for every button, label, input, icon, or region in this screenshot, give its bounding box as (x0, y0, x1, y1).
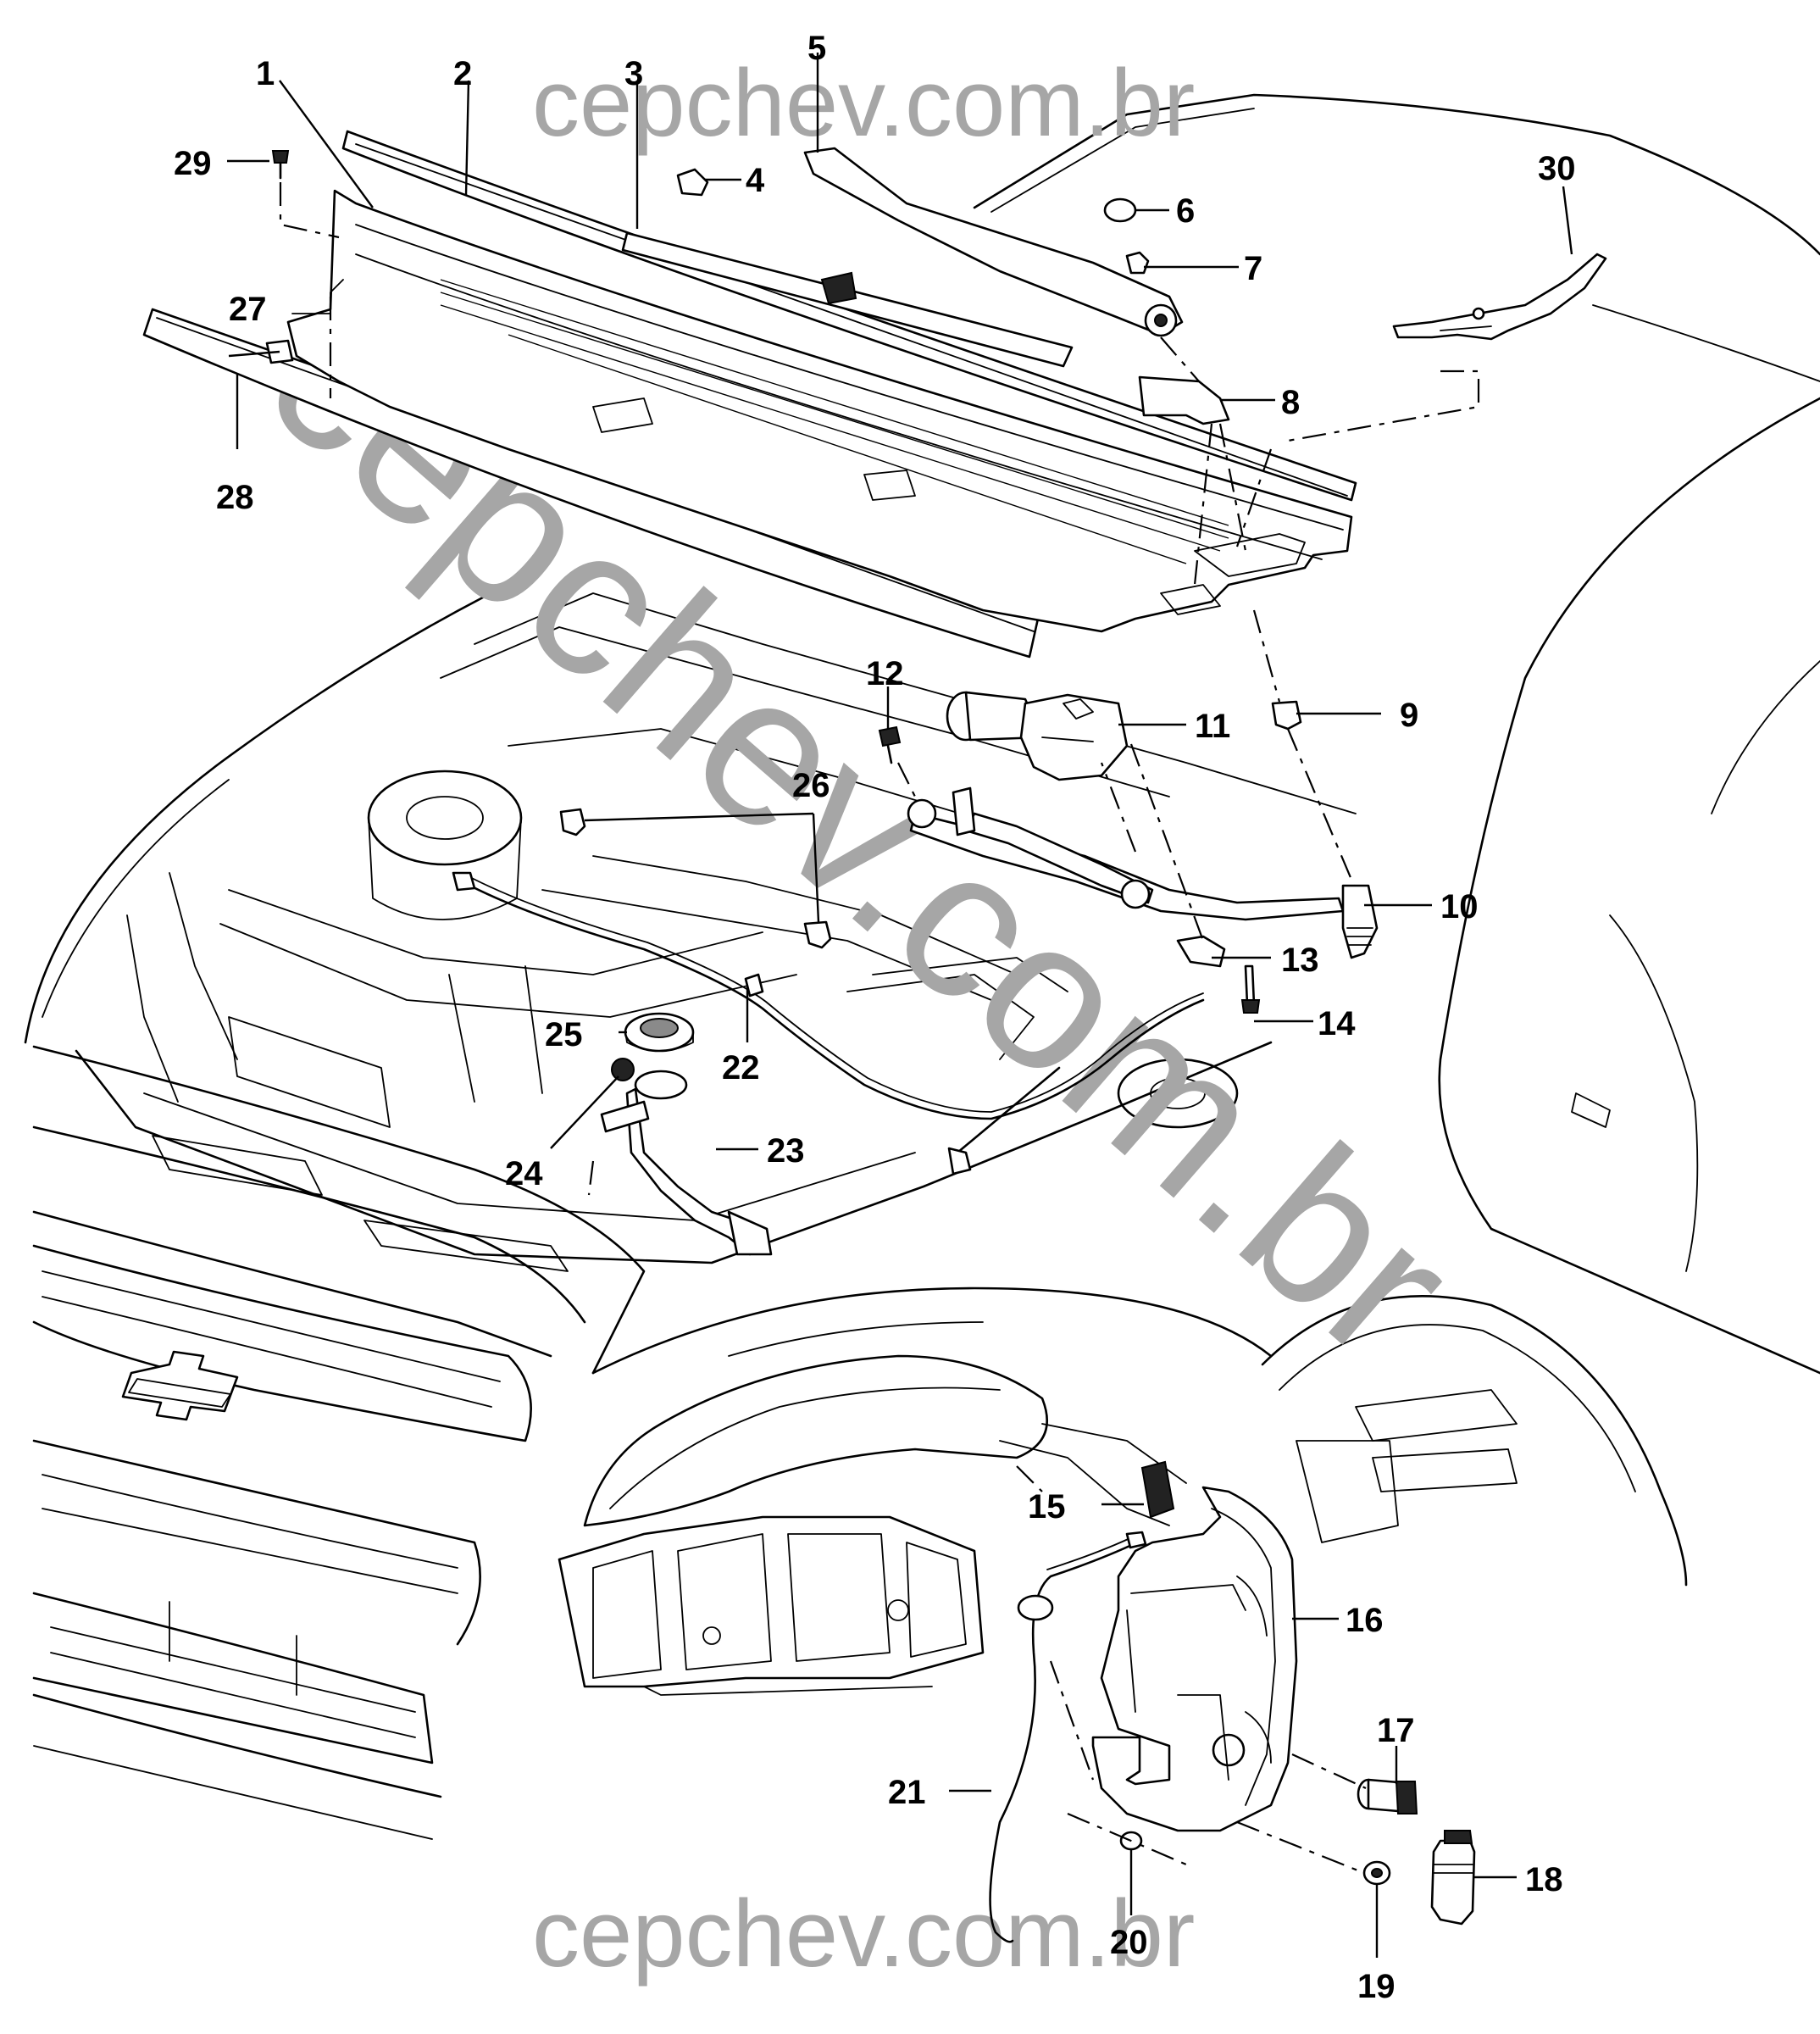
callout-5: 5 (807, 30, 826, 67)
callout-21: 21 (888, 1774, 926, 1811)
part-23-filler-neck (600, 1070, 773, 1256)
callout-3: 3 (624, 55, 643, 92)
callout-4: 4 (746, 162, 765, 199)
part-26-clip-a (559, 808, 586, 836)
callout-24: 24 (505, 1155, 543, 1192)
part-8-cover (1138, 375, 1230, 425)
part-10-linkage (907, 786, 1379, 959)
watermark-bottom: cepchev.com.br (532, 1881, 1195, 1987)
vehicle-body (24, 93, 1820, 1840)
part-7-nut (1125, 251, 1150, 275)
part-12-bolt (878, 725, 902, 747)
callout-7: 7 (1244, 250, 1262, 287)
callout-18: 18 (1525, 1861, 1563, 1898)
part-25-filler-cap (624, 1012, 695, 1053)
part-21-hose (989, 1541, 1139, 1943)
callout-17: 17 (1377, 1712, 1415, 1749)
callout-12: 12 (866, 655, 904, 692)
callout-20: 20 (1110, 1924, 1148, 1961)
part-18-washer-pump (1430, 1830, 1476, 1926)
watermark-top: cepchev.com.br (532, 50, 1195, 156)
callout-labels: 1 2 3 4 5 6 7 8 9 10 11 12 13 14 15 16 1… (174, 30, 1576, 2005)
callout-2: 2 (453, 55, 472, 92)
parts (142, 130, 1607, 1943)
part-26-clip-b (803, 920, 832, 949)
part-4-clip (676, 168, 709, 197)
part-24-nut (611, 1058, 635, 1081)
part-14-bolt (1244, 964, 1256, 1006)
part-22-washer-hose (460, 880, 1205, 1120)
callout-9: 9 (1400, 697, 1418, 734)
callout-14: 14 (1318, 1005, 1356, 1042)
part-6-cap (1103, 197, 1137, 223)
callout-6: 6 (1176, 192, 1195, 230)
callout-23: 23 (767, 1132, 805, 1170)
part-17-level-sensor (1357, 1778, 1418, 1814)
leader-lines (227, 53, 1573, 1958)
part-30-trim (1392, 253, 1607, 341)
callout-27: 27 (229, 291, 267, 328)
part-15-pad (1140, 1460, 1175, 1519)
callout-28: 28 (216, 479, 254, 516)
callout-13: 13 (1281, 942, 1319, 979)
callout-10: 10 (1440, 888, 1479, 925)
callout-22: 22 (722, 1049, 760, 1086)
callout-29: 29 (174, 145, 212, 182)
callout-26: 26 (792, 767, 830, 804)
part-11-wiper-motor (946, 691, 1129, 781)
part-29-screw (271, 150, 290, 164)
part-2-cowl-trim (341, 130, 1357, 502)
callout-19: 19 (1357, 1968, 1396, 2005)
callout-15: 15 (1028, 1488, 1066, 1526)
callout-1: 1 (256, 55, 275, 92)
callout-16: 16 (1346, 1602, 1384, 1639)
callout-11: 11 (1195, 708, 1230, 745)
callout-25: 25 (545, 1016, 583, 1053)
callout-8: 8 (1281, 384, 1300, 421)
part-9-nut (1271, 700, 1302, 731)
callout-30: 30 (1538, 150, 1576, 187)
part-16-reservoir (1091, 1486, 1298, 1832)
